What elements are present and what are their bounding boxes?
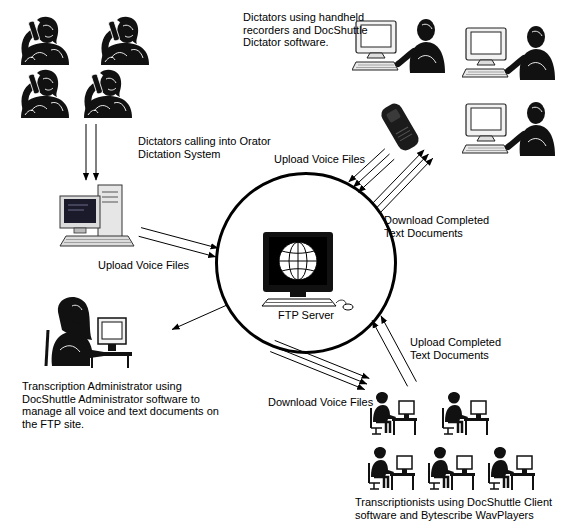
caller-group	[21, 17, 149, 118]
dictation-computer	[64, 240, 131, 243]
arrow-line	[377, 154, 429, 208]
dictation-computer	[60, 196, 100, 228]
node-caption: Transcriptionists using DocShuttle Clien…	[355, 496, 567, 521]
administrator-figure	[108, 344, 116, 351]
handheld-recorder	[378, 101, 421, 154]
dictation-computer	[102, 192, 118, 202]
caller-figure	[84, 70, 132, 118]
transcriptionist-figure	[369, 447, 415, 490]
dictator-workstations	[352, 19, 555, 156]
caller-figure	[21, 70, 69, 118]
ftp-server-computer	[266, 302, 332, 303]
ftp-server-computer	[290, 292, 306, 297]
node-caption: Dictators using handheld recorders and D…	[243, 11, 385, 49]
dictator-group: Dictators calling into Orator Dictation …	[15, 12, 140, 248]
administrator-figure	[46, 297, 132, 368]
caller-figure	[21, 17, 69, 65]
dictation-computer	[74, 228, 86, 233]
edge-label: Upload Voice Files	[274, 153, 365, 166]
circle-outline	[217, 174, 396, 353]
arrow-line	[270, 352, 365, 390]
administrator-group: Transcription Administrator using DocShu…	[20, 298, 172, 368]
computer-user-figure	[462, 26, 555, 80]
dictation-computer	[60, 236, 134, 246]
edge-label: Upload Completed Text Documents	[410, 336, 522, 361]
ftp-server-computer	[336, 300, 346, 304]
circle-outline	[215, 172, 397, 354]
caller-figure	[101, 17, 149, 65]
node-caption: Transcription Administrator using DocShu…	[22, 380, 220, 430]
call-arrow	[86, 124, 87, 180]
administrator-figure	[102, 322, 122, 339]
ftp-server-computer	[343, 304, 353, 310]
transfer-arrows	[270, 340, 369, 389]
administrator-figure	[88, 352, 132, 356]
arrow-line	[139, 236, 216, 257]
call-arrows	[86, 124, 96, 180]
handheld-recorder	[396, 127, 412, 141]
transfer-arrows	[372, 316, 416, 387]
ftp-server-computer	[279, 242, 317, 280]
arrow-line	[141, 228, 218, 249]
handheld-recorder	[386, 108, 401, 123]
transcriptionist-figure	[489, 447, 535, 490]
arrow-line	[372, 320, 407, 386]
administrator-figure	[98, 318, 126, 344]
transcriptionist-figure	[371, 392, 417, 435]
transfer-arrows	[172, 305, 227, 329]
administrator-figure	[46, 330, 48, 366]
transcriptionist-figure	[443, 392, 489, 435]
node-caption: Dictators calling into Orator Dictation …	[138, 135, 274, 160]
ftp-server-computer	[263, 232, 333, 292]
arrow-line	[372, 150, 424, 204]
ftp-server-computer	[262, 299, 336, 306]
dictation-computer	[68, 205, 88, 210]
edge-label: Download Completed Text Documents	[384, 214, 496, 239]
administrator-figure	[70, 304, 86, 324]
ftp-server-circle: FTP Server	[215, 172, 397, 354]
node-caption: FTP Server	[215, 309, 397, 322]
transfer-arrows	[139, 228, 218, 257]
transcriptionist-group: Transcriptionists using DocShuttle Clien…	[358, 384, 538, 492]
administrator-figure	[60, 305, 82, 352]
ftp-server-computer	[279, 261, 317, 262]
call-arrow	[96, 124, 97, 180]
ftp-server-computer	[269, 237, 327, 285]
dictation-computer	[64, 199, 96, 223]
arrow-line	[172, 305, 227, 329]
computer-user-figure	[462, 102, 555, 156]
edge-label: Upload Voice Files	[98, 259, 189, 272]
transfer-arrows	[372, 150, 433, 212]
arrow-line	[381, 158, 433, 212]
transcriptionist-figure	[429, 447, 475, 490]
administrator-figure	[92, 356, 128, 368]
arrow-line	[275, 340, 370, 378]
dictator-group: Dictators using handheld recorders and D…	[240, 8, 565, 154]
ftp-server-computer	[262, 232, 353, 310]
transcriptionist-group	[369, 392, 535, 490]
dictation-computer	[98, 185, 122, 237]
handheld-recorder	[378, 101, 421, 154]
dictation-computer	[60, 185, 134, 246]
edge-label: Download Voice Files	[268, 396, 373, 409]
ftp-server-computer	[282, 251, 314, 271]
